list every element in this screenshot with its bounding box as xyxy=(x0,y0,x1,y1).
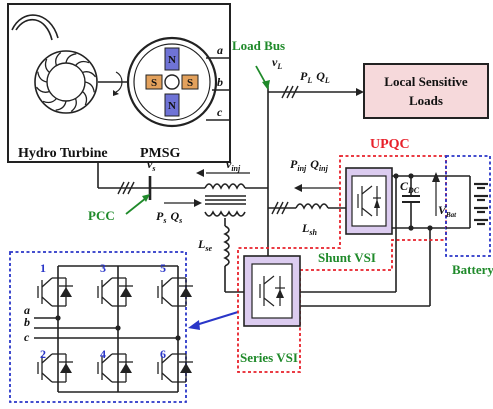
turbine-blade xyxy=(44,58,50,73)
inv-b-label: b xyxy=(24,315,30,329)
pcc-label: PCC xyxy=(88,208,115,223)
turbine-blade xyxy=(55,51,62,66)
inverter-detail: a b c 1 3 5 2 4 6 xyxy=(9,251,193,403)
magnet-s-left: S xyxy=(151,77,157,89)
hydro-pmsg-block: N N S S a b c Hydro Turbine PMSG xyxy=(7,3,231,163)
battery-region: Battery xyxy=(445,155,493,277)
turbine-blade xyxy=(82,91,88,106)
v-l-label: vL xyxy=(272,55,282,71)
igbt-switch-icon xyxy=(157,277,193,307)
switch-6-label: 6 xyxy=(160,347,166,361)
hydro-turbine-label: Hydro Turbine xyxy=(18,146,108,161)
turbine-blade xyxy=(65,53,77,64)
inv-c-label: c xyxy=(24,330,30,344)
switch-3-label: 3 xyxy=(100,261,106,275)
local-loads-box: Local Sensitive Loads xyxy=(363,63,489,119)
phase-c-label: c xyxy=(217,105,223,119)
l-sh-label: Lsh xyxy=(301,221,317,237)
inv-a-label: a xyxy=(24,303,30,317)
local-loads-line1: Local Sensitive xyxy=(384,74,468,89)
series-vsi-label: Series VSI xyxy=(240,350,298,365)
c-dc-label: CDC xyxy=(400,179,420,195)
turbine-blade xyxy=(35,86,50,93)
l-se-label: Lse xyxy=(197,237,212,253)
shunt-vsi: Shunt VSI xyxy=(318,167,393,265)
series-vsi: Series VSI xyxy=(240,255,301,365)
phase-a-label: a xyxy=(217,43,223,57)
switch-5-label: 5 xyxy=(160,261,166,275)
magnet-n-bottom: N xyxy=(168,100,176,112)
series-transformer xyxy=(204,183,246,217)
main-wiring xyxy=(97,65,446,330)
turbine-icon xyxy=(34,50,98,114)
series-igbt-icon xyxy=(259,275,285,307)
pmsg-label: PMSG xyxy=(140,146,181,161)
battery-icon xyxy=(474,182,488,226)
turbine-blade xyxy=(70,98,77,113)
v-inj-label: vinj xyxy=(226,157,241,173)
v-bat-label: VBat xyxy=(438,203,457,219)
battery-label: Battery xyxy=(452,262,493,277)
igbt-switch-icon xyxy=(157,353,193,383)
turbine-blade xyxy=(75,60,90,66)
turbine-blade xyxy=(37,71,48,83)
pmsg-icon: N N S S xyxy=(126,36,218,128)
switch-2-label: 2 xyxy=(40,347,46,361)
local-loads-line2: Loads xyxy=(409,93,443,108)
phase-b-label: b xyxy=(217,75,223,89)
switch-1-label: 1 xyxy=(40,261,46,275)
magnet-n-top: N xyxy=(168,54,176,66)
igbt-switch-icon xyxy=(37,353,73,383)
turbine-blade xyxy=(84,81,95,93)
inverter-switches xyxy=(37,277,193,383)
turbine-blade xyxy=(82,71,97,78)
upqc-label: UPQC xyxy=(370,137,410,152)
shunt-vsi-label: Shunt VSI xyxy=(318,250,376,265)
turbine-blade xyxy=(42,98,57,104)
v-s-label: vs xyxy=(147,157,155,173)
turbine-blade xyxy=(55,100,67,111)
load-bus-label: Load Bus xyxy=(232,38,285,53)
igbt-switch-icon xyxy=(97,353,133,383)
igbt-switch-icon xyxy=(97,277,133,307)
shunt-igbt-icon xyxy=(357,185,381,217)
switch-4-label: 4 xyxy=(100,347,106,361)
magnet-s-right: S xyxy=(187,77,193,89)
igbt-switch-icon xyxy=(37,277,73,307)
